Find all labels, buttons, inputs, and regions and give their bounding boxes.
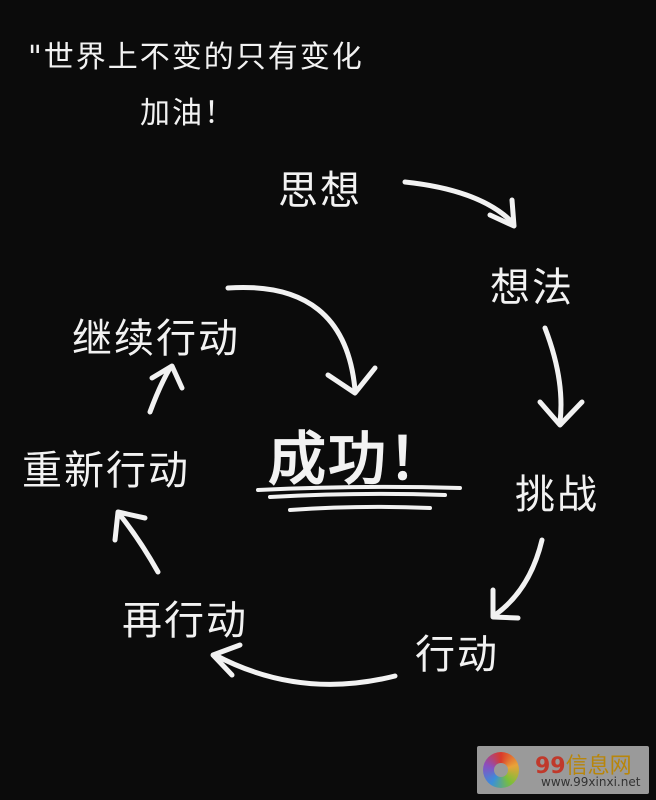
watermark-num: 99	[535, 754, 566, 779]
node-idea: 想法	[490, 265, 574, 311]
watermark-url: www.99xinxi.net	[541, 775, 641, 789]
success-underline	[256, 484, 462, 512]
arrow-idea-to-challenge	[537, 325, 585, 428]
arrow-action-to-act-again	[210, 642, 398, 687]
arrow-keep-to-success	[225, 284, 378, 396]
watermark: 99信息网 www.99xinxi.net	[477, 746, 649, 794]
watermark-logo-icon	[483, 752, 519, 788]
node-act-anew: 重新行动	[22, 448, 190, 494]
watermark-text: 信息网	[565, 754, 632, 779]
node-action: 行动	[415, 632, 499, 678]
node-thought: 思想	[278, 168, 362, 214]
arrow-thought-to-idea	[402, 179, 517, 229]
node-challenge: 挑战	[515, 472, 599, 518]
arrow-act-again-to-act-anew	[112, 509, 161, 575]
arrow-challenge-to-action	[490, 537, 545, 621]
node-keep-acting: 继续行动	[72, 316, 240, 362]
cheer-text: 加油！	[140, 96, 236, 131]
watermark-name: 99信息网	[535, 748, 632, 780]
center-success: 成功！	[268, 425, 449, 493]
quote-text: "世界上不变的只有变化	[28, 40, 364, 75]
arrow-act-anew-to-keep	[147, 363, 185, 415]
node-act-again: 再行动	[122, 598, 248, 644]
